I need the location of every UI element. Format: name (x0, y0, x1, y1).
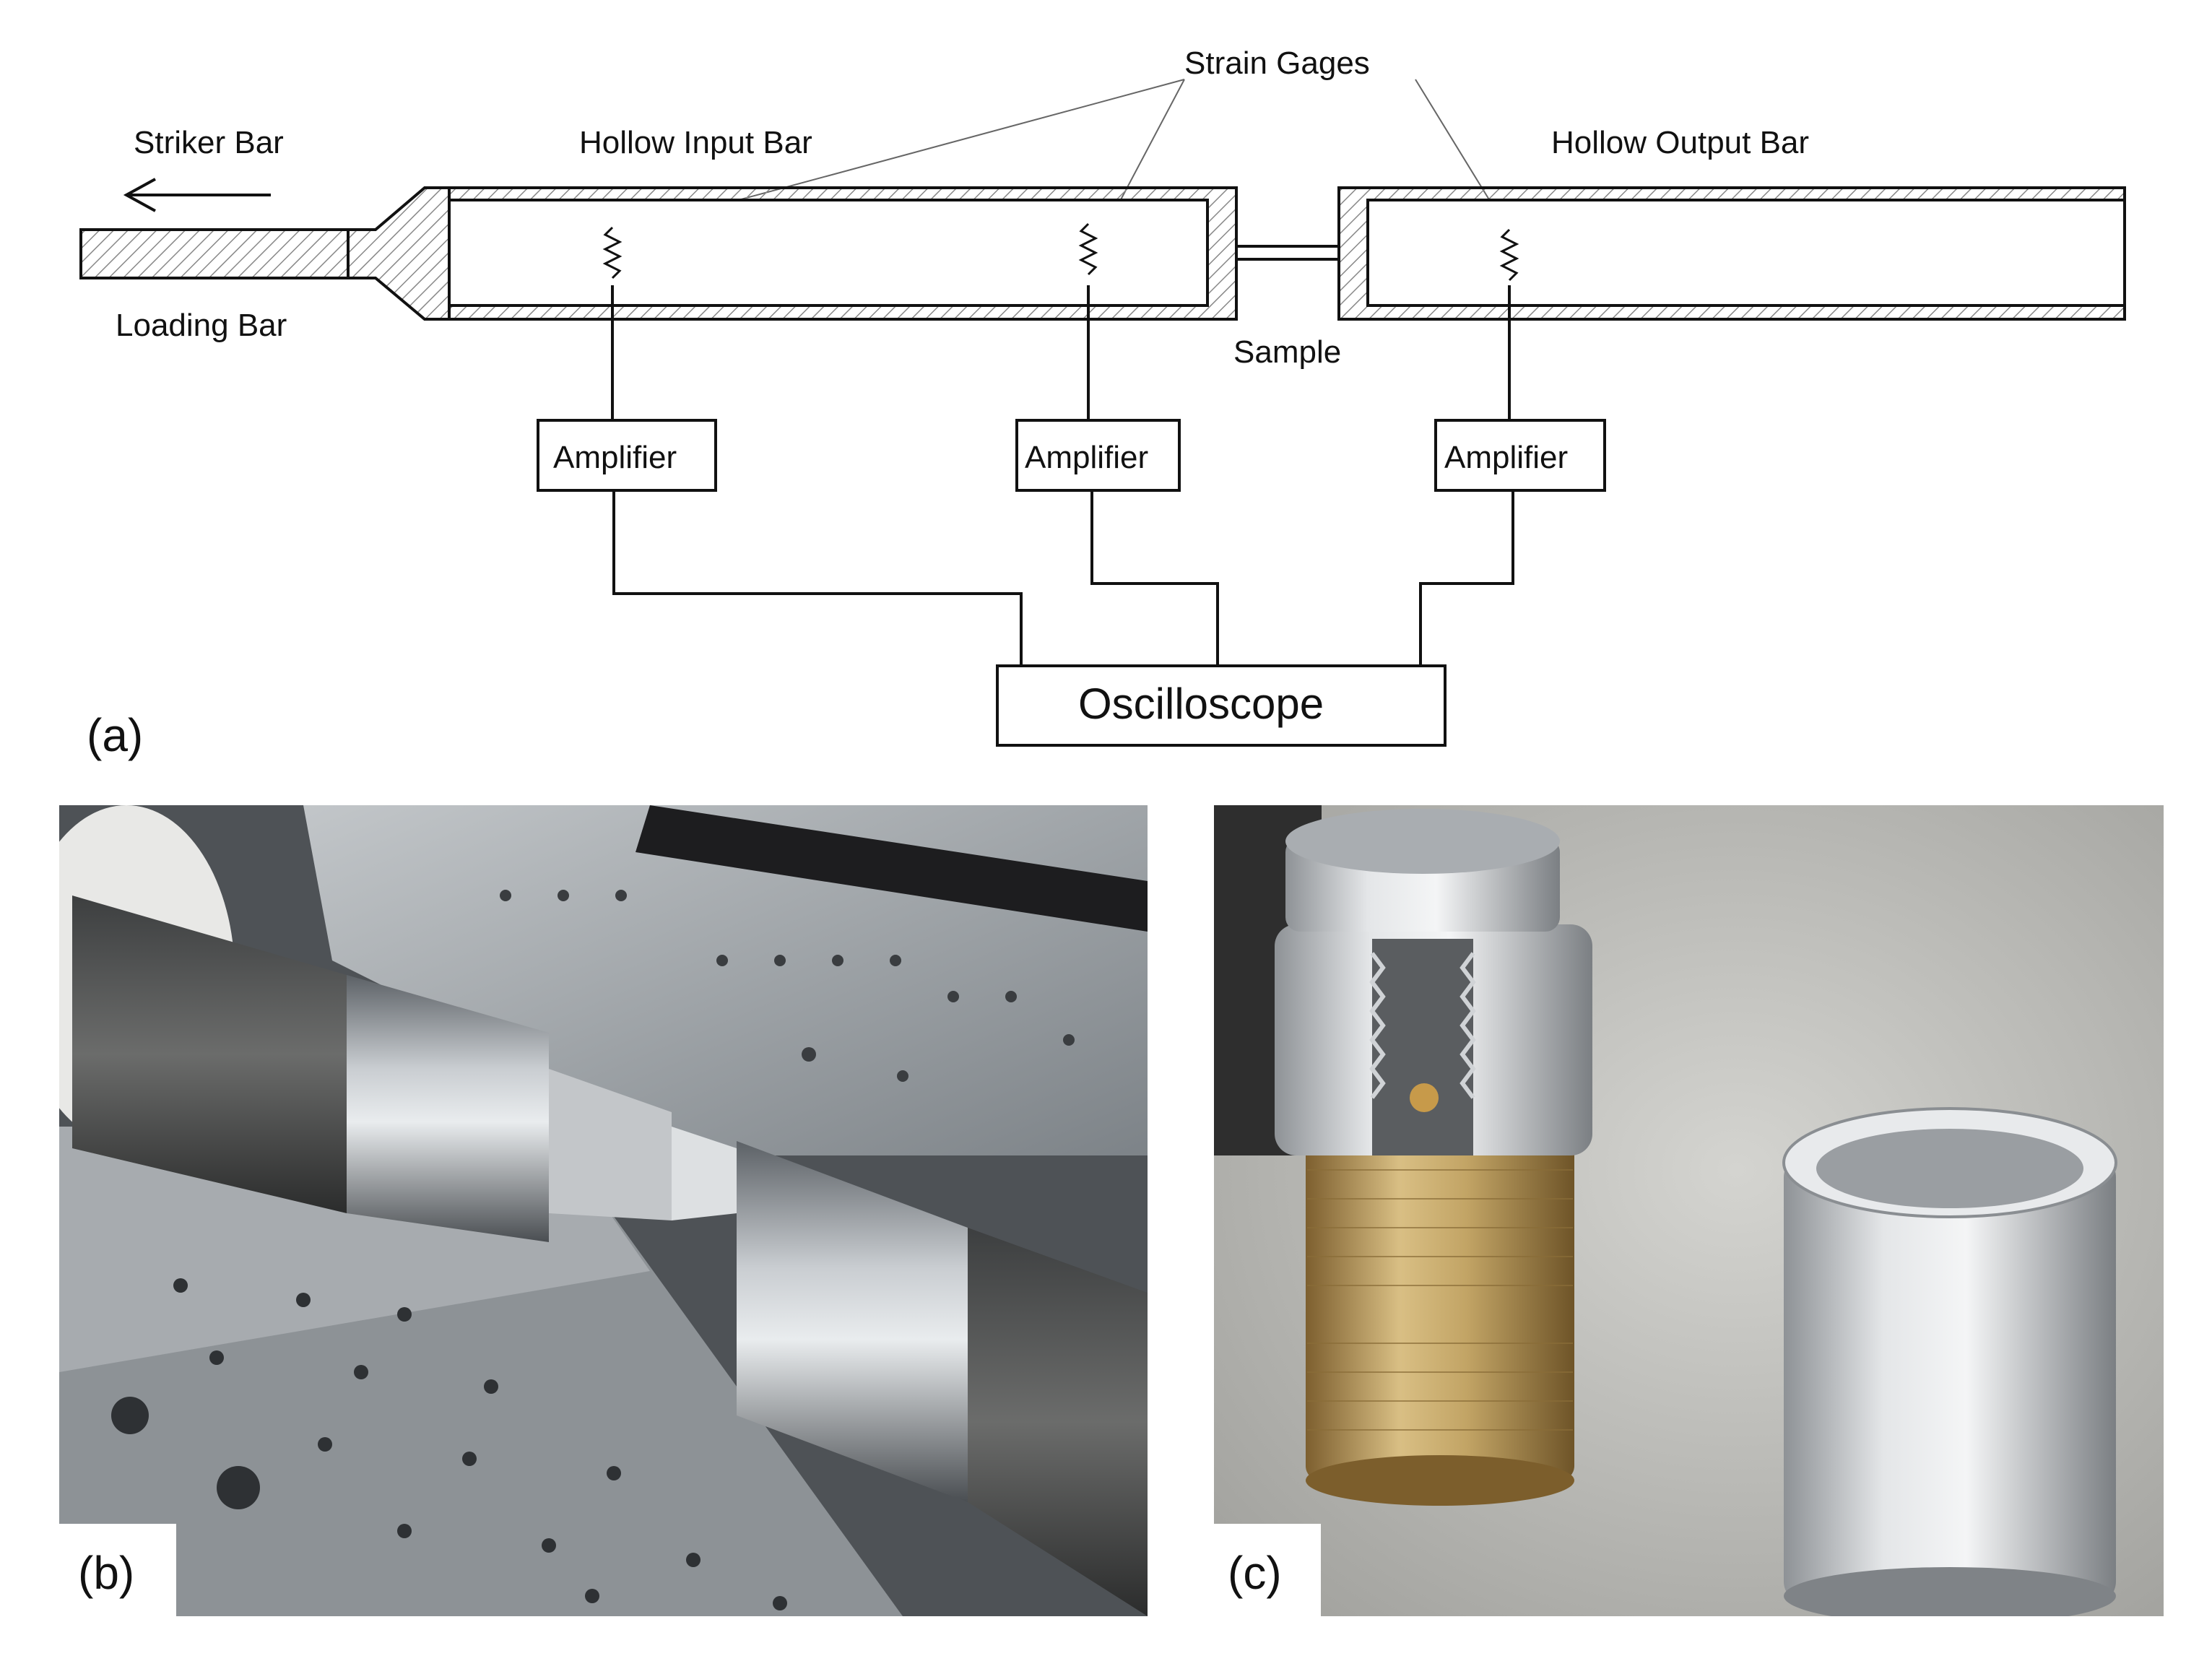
amplifier-label-1: Amplifier (553, 440, 677, 475)
panel-a-schematic: Strain Gages Striker Bar Hollow Input Ba… (79, 45, 2126, 761)
oscilloscope-box (996, 664, 1447, 747)
strain-gage-icon (602, 226, 623, 279)
hollow-output-bar (1337, 186, 2126, 321)
loading-bar-label: Loading Bar (116, 308, 287, 343)
brass-threaded-part (1306, 1134, 1574, 1480)
tapered-adapter (347, 186, 451, 321)
panel-c-photo: (c) (1214, 805, 2164, 1616)
direction-arrow-icon (123, 178, 271, 212)
striker-bar-label: Striker Bar (134, 125, 284, 160)
loading-bar (79, 228, 350, 279)
gage-wires (611, 285, 1511, 420)
panel-b-photo: (b) (59, 805, 1148, 1616)
panel-a-label: (a) (87, 709, 143, 761)
aluminum-sleeve (1784, 1155, 2116, 1603)
panel-c-label: (c) (1228, 1547, 1282, 1599)
hollow-output-bar-label: Hollow Output Bar (1551, 125, 1809, 160)
strain-gage-icon (1078, 222, 1098, 276)
strain-gages-label: Strain Gages (1184, 45, 1370, 81)
amplifier-box-1 (537, 419, 717, 492)
strain-gage-icon (1499, 228, 1519, 282)
amplifier-box-2 (1015, 419, 1181, 492)
hollow-input-bar-label: Hollow Input Bar (579, 125, 812, 160)
amplifier-box-3 (1434, 419, 1606, 492)
amplifier-label-3: Amplifier (1444, 440, 1568, 475)
oscilloscope-label: Oscilloscope (1078, 680, 1324, 728)
amplifier-label-2: Amplifier (1025, 440, 1148, 475)
oscilloscope-wires (612, 490, 1514, 666)
sample (1235, 245, 1340, 261)
hollow-input-bar (448, 186, 1238, 321)
panel-b-label: (b) (78, 1547, 134, 1599)
sample-label: Sample (1233, 334, 1341, 370)
